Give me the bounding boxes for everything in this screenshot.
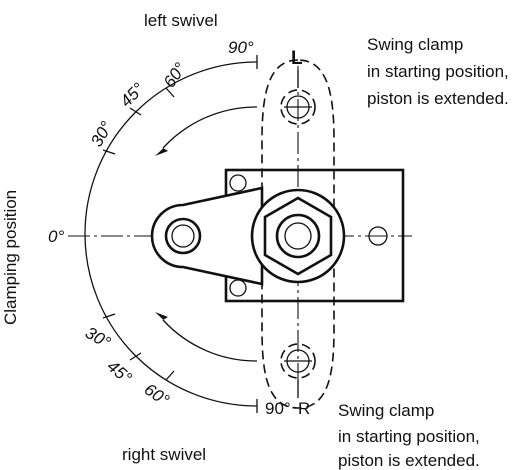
piston-rod-outer <box>275 213 321 259</box>
clamping-arm <box>150 186 264 286</box>
L-marker: L <box>291 48 303 69</box>
angle-label-top-30: 30° <box>87 118 116 150</box>
upper-bolt-dashed <box>280 89 316 125</box>
piston-flange <box>250 188 346 284</box>
angle-ticks <box>102 55 258 413</box>
arrowhead-upper-icon <box>155 141 171 156</box>
arm-hole-outer <box>164 217 202 255</box>
angle-label-bottom-45: 45° <box>103 357 135 388</box>
angle-label-top-45: 45° <box>116 79 148 111</box>
lower-bolt-dashed <box>280 343 316 379</box>
housing-hole-left-top <box>229 174 247 192</box>
bottom-note-line-3: piston is extended. <box>338 451 480 470</box>
arrowhead-lower-icon <box>155 312 171 327</box>
bottom-note-line-1: Swing clamp <box>338 401 434 420</box>
hex-nut <box>263 196 333 276</box>
angle-label-bottom-90: 90° <box>265 399 291 418</box>
piston-rod-inner <box>284 222 312 250</box>
rotation-arrow-lower <box>162 319 258 362</box>
top-note-line-1: Swing clamp <box>367 35 463 54</box>
swing-arm-starting-outline <box>261 59 335 409</box>
left-swivel-label: left swivel <box>144 11 218 30</box>
housing-hole-left-bottom <box>229 279 247 297</box>
angle-label-top-90: 90° <box>228 38 254 57</box>
housing-hole-right <box>368 226 388 246</box>
rotation-arrow-upper <box>162 106 258 149</box>
angle-label-bottom-60: 60° <box>141 380 173 410</box>
angle-label-zero: 0° <box>48 227 64 246</box>
arm-hole-inner <box>171 224 195 248</box>
angle-label-bottom-30: 30° <box>82 323 114 352</box>
top-note-line-2: in starting position, <box>367 62 509 81</box>
bottom-note-line-2: in starting position, <box>338 427 480 446</box>
clamping-position-label: Clamping position <box>1 190 20 325</box>
swivel-range-arc <box>84 61 258 407</box>
R-marker: R <box>298 399 310 418</box>
top-note-line-3: piston is extended. <box>367 89 509 108</box>
angle-label-top-60: 60° <box>160 59 190 91</box>
right-swivel-label: right swivel <box>122 445 206 464</box>
